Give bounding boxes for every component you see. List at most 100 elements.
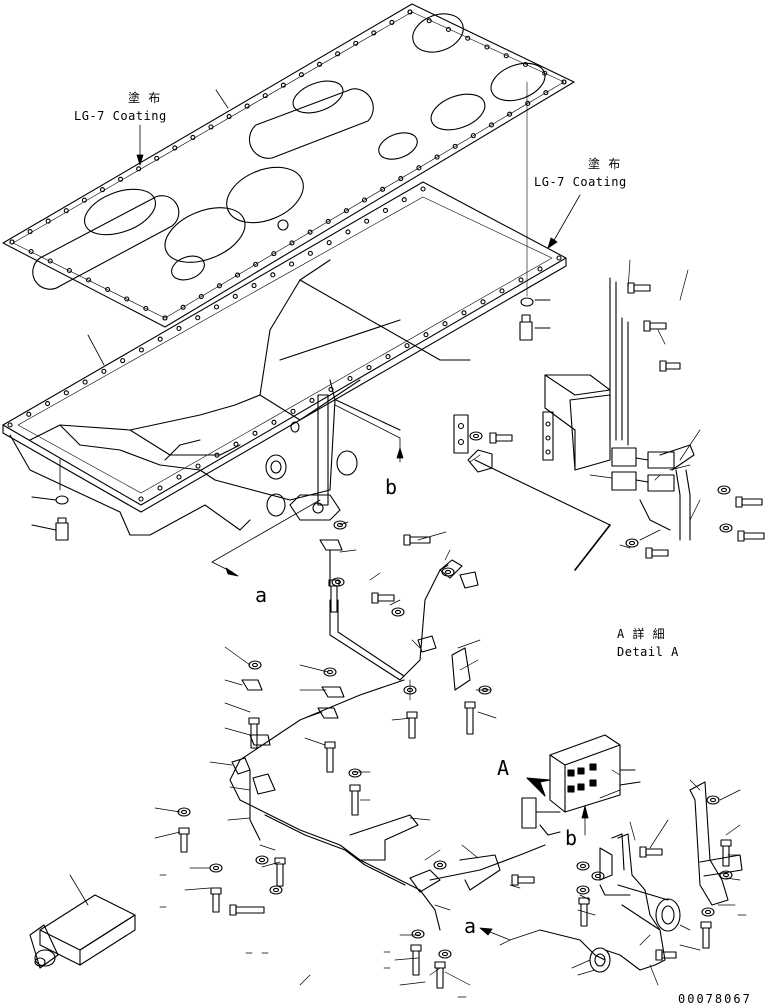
washer-hole <box>474 434 479 437</box>
oil-pan-bolt-holes <box>8 187 561 501</box>
bolt-hole <box>119 177 123 181</box>
bolt-head <box>230 905 236 915</box>
bolt-shank <box>277 864 283 886</box>
bolt-shank <box>518 877 534 883</box>
view-label-b-upper: b <box>385 475 398 499</box>
washer <box>720 524 732 532</box>
leader-line <box>726 878 740 880</box>
leader-line <box>572 960 590 968</box>
leader-line <box>410 818 430 820</box>
bolt-hole <box>46 219 50 223</box>
bolt-hole <box>500 289 504 293</box>
washer <box>256 856 268 864</box>
bolt-head <box>179 828 189 834</box>
bolt-hole <box>100 188 104 192</box>
bolt-head <box>350 785 360 791</box>
leader-line <box>640 935 650 945</box>
washer-hole <box>443 952 448 955</box>
bolt-head <box>325 742 335 748</box>
leader-line <box>640 530 660 540</box>
bolt-shank <box>378 595 394 601</box>
view-arrow-A <box>527 778 550 796</box>
bolt-hole <box>64 209 68 213</box>
bolt-hole <box>363 198 367 202</box>
bolt-head <box>736 497 742 507</box>
bolt-hole <box>562 80 566 84</box>
leader-line <box>470 455 480 462</box>
washer <box>434 861 446 869</box>
bolt-hole <box>344 209 348 213</box>
washer-hole <box>724 526 729 529</box>
bolt-hole <box>526 101 530 105</box>
washer-hole <box>706 910 711 913</box>
washer-hole <box>711 798 716 801</box>
bolt-hole <box>424 333 428 337</box>
washer <box>577 886 589 894</box>
detail-label-jp: A 詳 細 <box>617 627 666 641</box>
fasteners-lower <box>178 521 732 988</box>
bolt-shank <box>327 748 333 772</box>
bolt-hole <box>354 41 358 45</box>
bolt-shank <box>467 708 473 734</box>
leader-line <box>425 850 440 860</box>
bolt-hole <box>466 36 470 40</box>
bolt-hole <box>290 241 294 245</box>
bolt-hole <box>308 230 312 234</box>
leader-line <box>230 787 250 790</box>
bolt-hole <box>173 146 177 150</box>
bolt-hole <box>504 54 508 58</box>
bolt-head <box>372 593 378 603</box>
pan-bolt-right <box>520 82 550 340</box>
washer <box>626 539 638 547</box>
bolt-hole <box>209 125 213 129</box>
bolt-hole <box>139 348 143 352</box>
washer <box>718 486 730 494</box>
bolt-head <box>249 718 259 724</box>
washer <box>470 432 482 440</box>
bolt-hole <box>46 402 50 406</box>
bolt-hole <box>67 269 71 273</box>
bolt-hole <box>508 112 512 116</box>
bolt-hole <box>471 134 475 138</box>
washer <box>720 871 732 879</box>
leader-line <box>430 968 440 975</box>
coating-label-right-en: LG-7 Coating <box>534 175 627 189</box>
washer-hole <box>596 874 601 877</box>
bolt-hole <box>236 273 240 277</box>
bolt-head <box>656 950 662 960</box>
washer-hole <box>581 864 586 867</box>
bolt-hole <box>427 19 431 23</box>
view-arrows-lower <box>480 806 588 940</box>
view-label-a-lower: a <box>464 914 477 938</box>
bolt-head <box>407 712 417 718</box>
washer-hole <box>722 488 727 491</box>
bolt-hole <box>87 278 91 282</box>
oil-pan-gasket <box>3 4 574 327</box>
leader-line <box>680 430 700 460</box>
bolt-hole <box>254 262 258 266</box>
lower-right-components <box>540 782 742 972</box>
bolt-hole <box>83 380 87 384</box>
bolt-hole <box>386 355 390 359</box>
leader-line <box>225 680 242 685</box>
bolt-head <box>660 361 666 371</box>
bolt-head <box>628 283 634 293</box>
leader-line <box>628 260 630 290</box>
bolt-shank <box>652 550 668 556</box>
bolt-hole <box>481 300 485 304</box>
washer <box>334 521 346 529</box>
leader-line <box>620 545 630 548</box>
washer <box>270 886 282 894</box>
washer <box>249 661 261 669</box>
bolt-hole <box>299 73 303 77</box>
view-label-b-lower: b <box>565 826 578 850</box>
leader-line <box>460 660 478 670</box>
bolt-hole <box>181 305 185 309</box>
leader-line <box>510 885 520 888</box>
washer-hole <box>416 932 421 935</box>
washer-hole <box>182 810 187 813</box>
oil-pan <box>3 182 566 535</box>
bolt-hole <box>402 198 406 202</box>
detail-a-assembly <box>454 278 764 570</box>
